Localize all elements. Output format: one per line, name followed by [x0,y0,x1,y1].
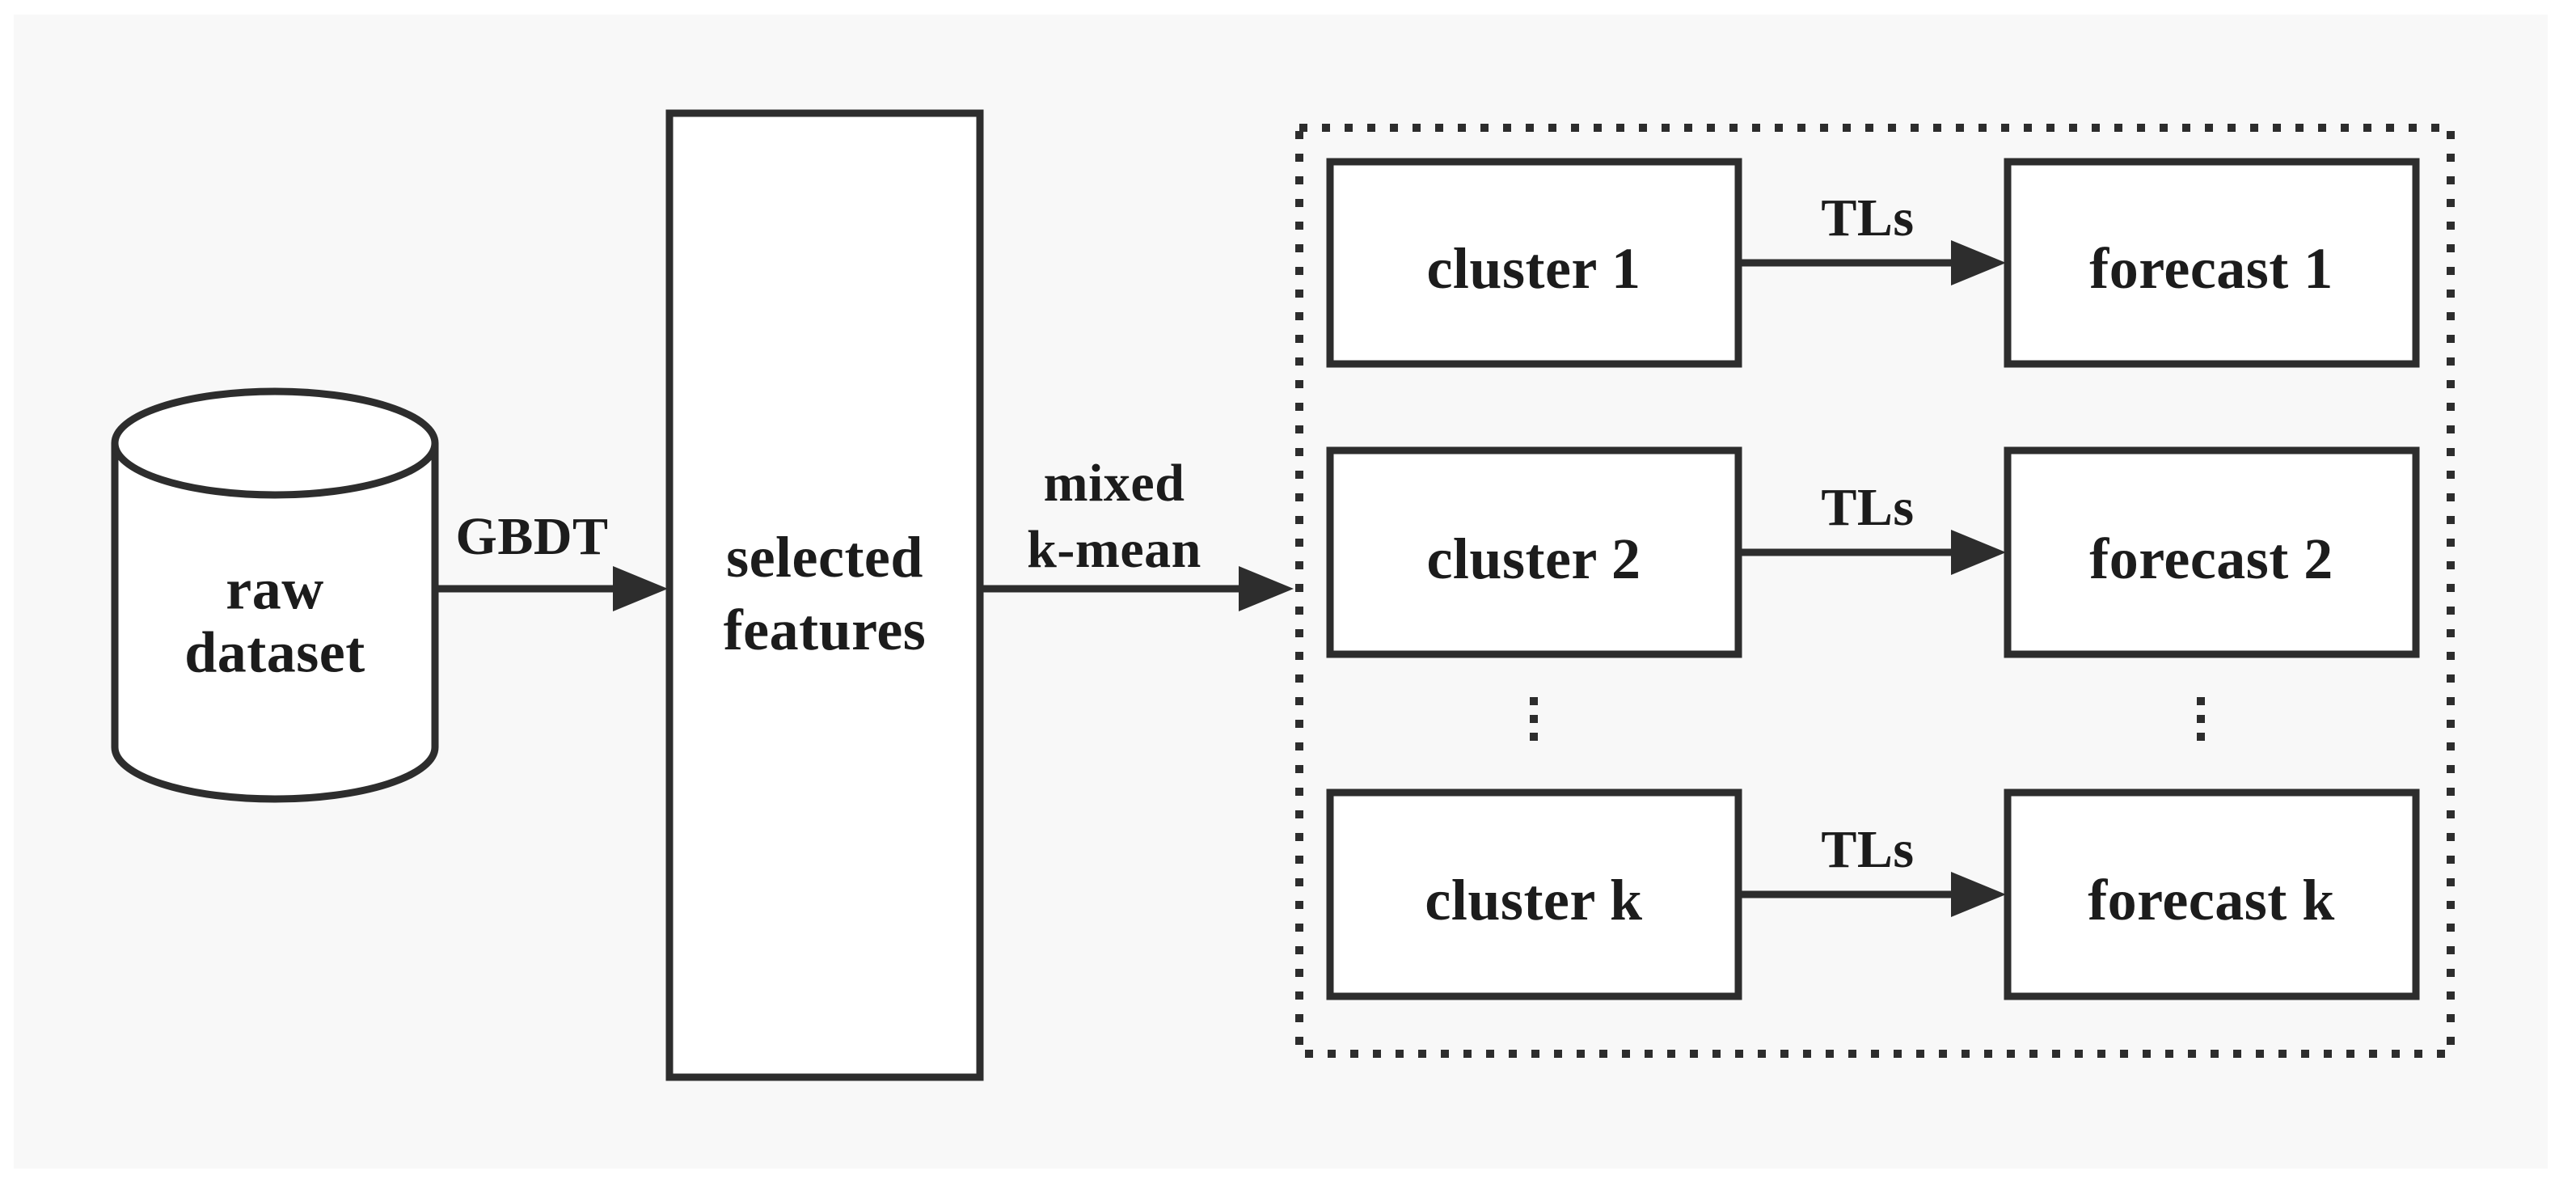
raw-dataset-cylinder-top [111,387,439,499]
tls-label-2: TLs [1821,478,1915,538]
forecast-1-label: forecast 1 [2089,236,2333,301]
forecast-2-label: forecast 2 [2089,526,2333,591]
selected-features-label: selected features [724,521,927,666]
cluster-group-container [1295,124,2455,1058]
raw-dataset-cylinder-body [111,443,439,803]
cluster-2-label: cluster 2 [1426,526,1641,591]
tls-label-1: TLs [1821,188,1915,248]
cluster-k-label: cluster k [1425,868,1643,932]
forecast-box-k [2004,788,2420,1000]
cluster-box-k [1326,788,1742,1000]
forecast-box-1 [2004,158,2420,368]
raw-dataset-label-line1: raw [226,556,324,622]
vertical-ellipsis-right [2197,697,2205,741]
raw-dataset-label-line2: dataset [184,619,365,684]
ellipsis-dot [1530,715,1538,723]
forecast-box-2 [2004,446,2420,658]
forecast-k-label: forecast k [2088,868,2335,932]
gbdt-arrow-label: GBDT [455,507,609,567]
tls-arrow-head-1 [1951,240,2006,285]
raw-dataset-label: raw dataset [184,556,365,684]
vertical-ellipsis-left [1530,697,1538,741]
kmean-arrow-label: mixed k-mean [1027,450,1201,583]
gbdt-arrow-head [613,566,668,611]
ellipsis-dot [2197,697,2205,705]
tls-arrow-head-k [1951,872,2006,917]
selected-features-label-line1: selected [726,525,923,590]
ellipsis-dot [2197,733,2205,741]
kmean-arrow-label-line2: k-mean [1027,520,1201,579]
tls-label-k: TLs [1821,820,1915,880]
kmean-arrow-head [1239,566,1294,611]
ellipsis-dot [2197,715,2205,723]
tls-arrow-head-2 [1951,530,2006,575]
selected-features-label-line2: features [723,598,927,662]
ellipsis-dot [1530,733,1538,741]
selected-features-box [665,109,984,1081]
cluster-1-label: cluster 1 [1426,236,1641,301]
kmean-arrow-label-line1: mixed [1043,454,1185,514]
ellipsis-dot [1530,697,1538,705]
